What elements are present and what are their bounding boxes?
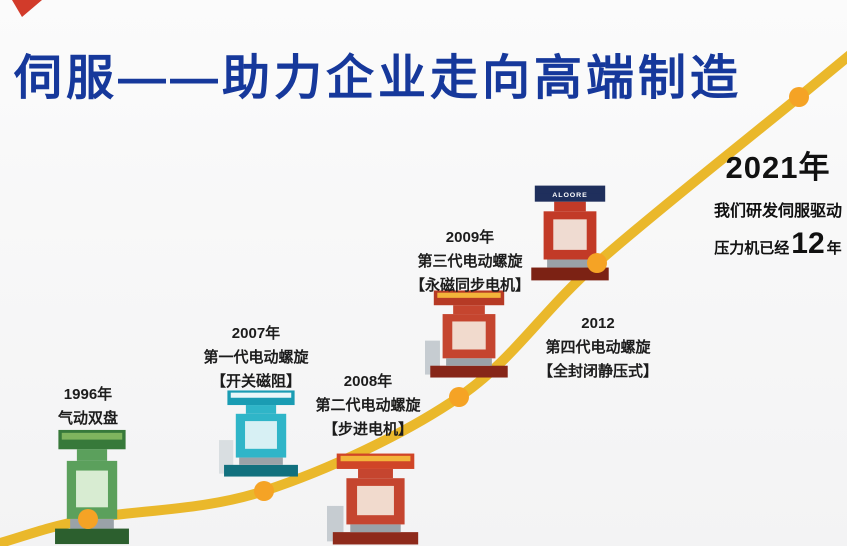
milestone-2008: 2008年 第二代电动螺旋 【步进电机】 [315, 370, 420, 442]
press-machine-2007 [219, 390, 298, 477]
press-window [76, 470, 108, 508]
milestone-detail: 【永磁同步电机】 [409, 277, 531, 294]
press-band [61, 432, 123, 440]
press-neck [76, 449, 108, 461]
press-window [357, 485, 394, 516]
milestone-year: 2012 [581, 315, 615, 332]
milestone-2012: 2012 第四代电动螺旋 【全封闭静压式】 [538, 312, 658, 384]
milestone-detail: 【全封闭静压式】 [537, 363, 659, 380]
press-bolster [547, 259, 593, 268]
milestone-year: 2009年 [445, 229, 495, 246]
milestone-2007: 2007年 第一代电动螺旋 【开关磁阻】 [203, 322, 308, 394]
corner-flag-icon [12, 0, 42, 17]
highlight-years-count: 12 [791, 227, 825, 260]
press-base [224, 464, 298, 477]
milestone-year: 1996年 [63, 386, 113, 403]
press-crown [58, 429, 126, 450]
press-crown [336, 453, 415, 469]
press-base [55, 528, 129, 545]
press-window [245, 421, 277, 449]
milestone-detail: 【开关磁阻】 [210, 373, 302, 390]
press-window [452, 321, 486, 350]
page-title: 伺服——助力企业走向高端制造 [14, 52, 743, 105]
highlight-line2-suffix: 年 [826, 240, 842, 257]
milestone-name: 气动双盘 [57, 410, 119, 427]
milestone-2009: 2009年 第三代电动螺旋 【永磁同步电机】 [410, 226, 530, 298]
milestone-name: 第一代电动螺旋 [203, 349, 309, 366]
press-machine-1996 [55, 429, 129, 545]
press-base [430, 365, 508, 378]
press-neck [245, 405, 277, 414]
milestone-name: 第三代电动螺旋 [417, 253, 523, 270]
press-band [437, 292, 501, 298]
press-neck [453, 305, 485, 315]
milestone-name: 第二代电动螺旋 [315, 397, 421, 414]
milestone-year: 2007年 [231, 325, 281, 342]
milestone-detail: 【步进电机】 [322, 421, 414, 438]
milestone-name: 第四代电动螺旋 [545, 339, 651, 356]
highlight-line1: 我们研发伺服驱动 [713, 203, 843, 220]
corner-flag-shape [12, 0, 42, 17]
press-band [340, 455, 411, 462]
press-window [553, 219, 587, 250]
press-machine-2012: ALOORE [531, 185, 609, 281]
press-machine-2009 [425, 290, 508, 378]
milestone-year: 2008年 [343, 373, 393, 390]
press-brand-label: ALOORE [552, 192, 587, 199]
press-bolster [239, 457, 283, 465]
press-band [538, 188, 602, 194]
press-bolster [446, 358, 492, 366]
milestone-1996: 1996年 气动双盘 [58, 383, 118, 431]
highlight-year: 2021年 [725, 150, 831, 185]
press-bolster [350, 524, 401, 533]
highlight-line2-prefix: 压力机已经 [714, 240, 790, 257]
press-base [531, 267, 609, 281]
press-base [332, 532, 419, 545]
press-bolster [70, 518, 114, 529]
press-neck [358, 468, 393, 479]
press-band [230, 392, 292, 398]
press-machine-2008 [327, 453, 419, 545]
press-neck [554, 201, 586, 212]
